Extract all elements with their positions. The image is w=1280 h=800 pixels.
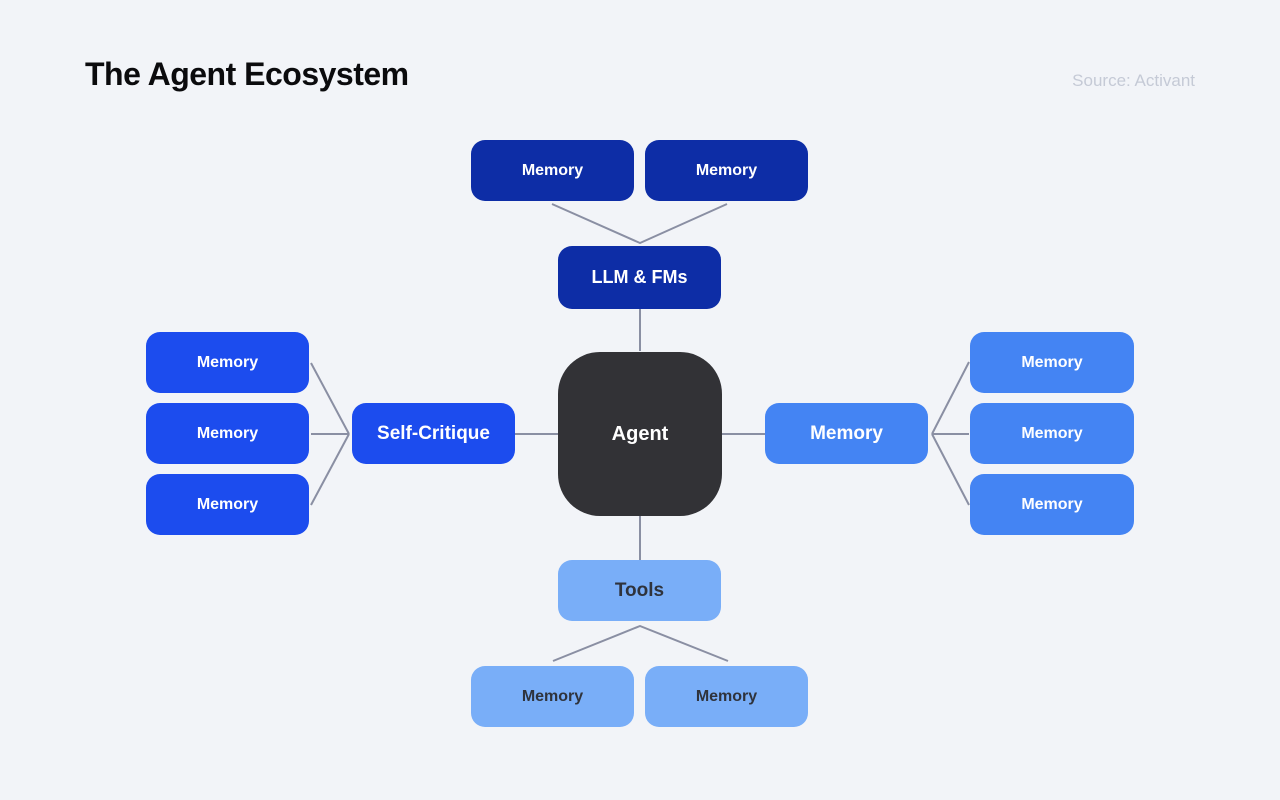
connector-top-fork bbox=[551, 203, 728, 244]
connector-left-fork-top bbox=[310, 362, 350, 435]
memory-node-right-2: Memory bbox=[970, 403, 1134, 464]
memory-node-top-2: Memory bbox=[645, 140, 808, 201]
tools-node: Tools bbox=[558, 560, 721, 621]
connector-right-fork-bottom bbox=[931, 433, 970, 506]
memory-node-right-1: Memory bbox=[970, 332, 1134, 393]
memory-node-left-2: Memory bbox=[146, 403, 309, 464]
self-critique-node: Self-Critique bbox=[352, 403, 515, 464]
memory-node-left-1: Memory bbox=[146, 332, 309, 393]
agent-node: Agent bbox=[558, 352, 722, 516]
memory-hub-node: Memory bbox=[765, 403, 928, 464]
connector-right-fork-top bbox=[931, 361, 970, 435]
page-title: The Agent Ecosystem bbox=[85, 56, 409, 92]
memory-node-bottom-2: Memory bbox=[645, 666, 808, 727]
memory-node-left-3: Memory bbox=[146, 474, 309, 535]
memory-node-bottom-1: Memory bbox=[471, 666, 634, 727]
connector-bottom-fork bbox=[552, 625, 729, 662]
connector-left-fork-bottom bbox=[310, 433, 350, 506]
memory-node-top-1: Memory bbox=[471, 140, 634, 201]
llm-fms-node: LLM & FMs bbox=[558, 246, 721, 309]
memory-node-right-3: Memory bbox=[970, 474, 1134, 535]
source-credit: Source: Activant bbox=[1072, 71, 1195, 90]
